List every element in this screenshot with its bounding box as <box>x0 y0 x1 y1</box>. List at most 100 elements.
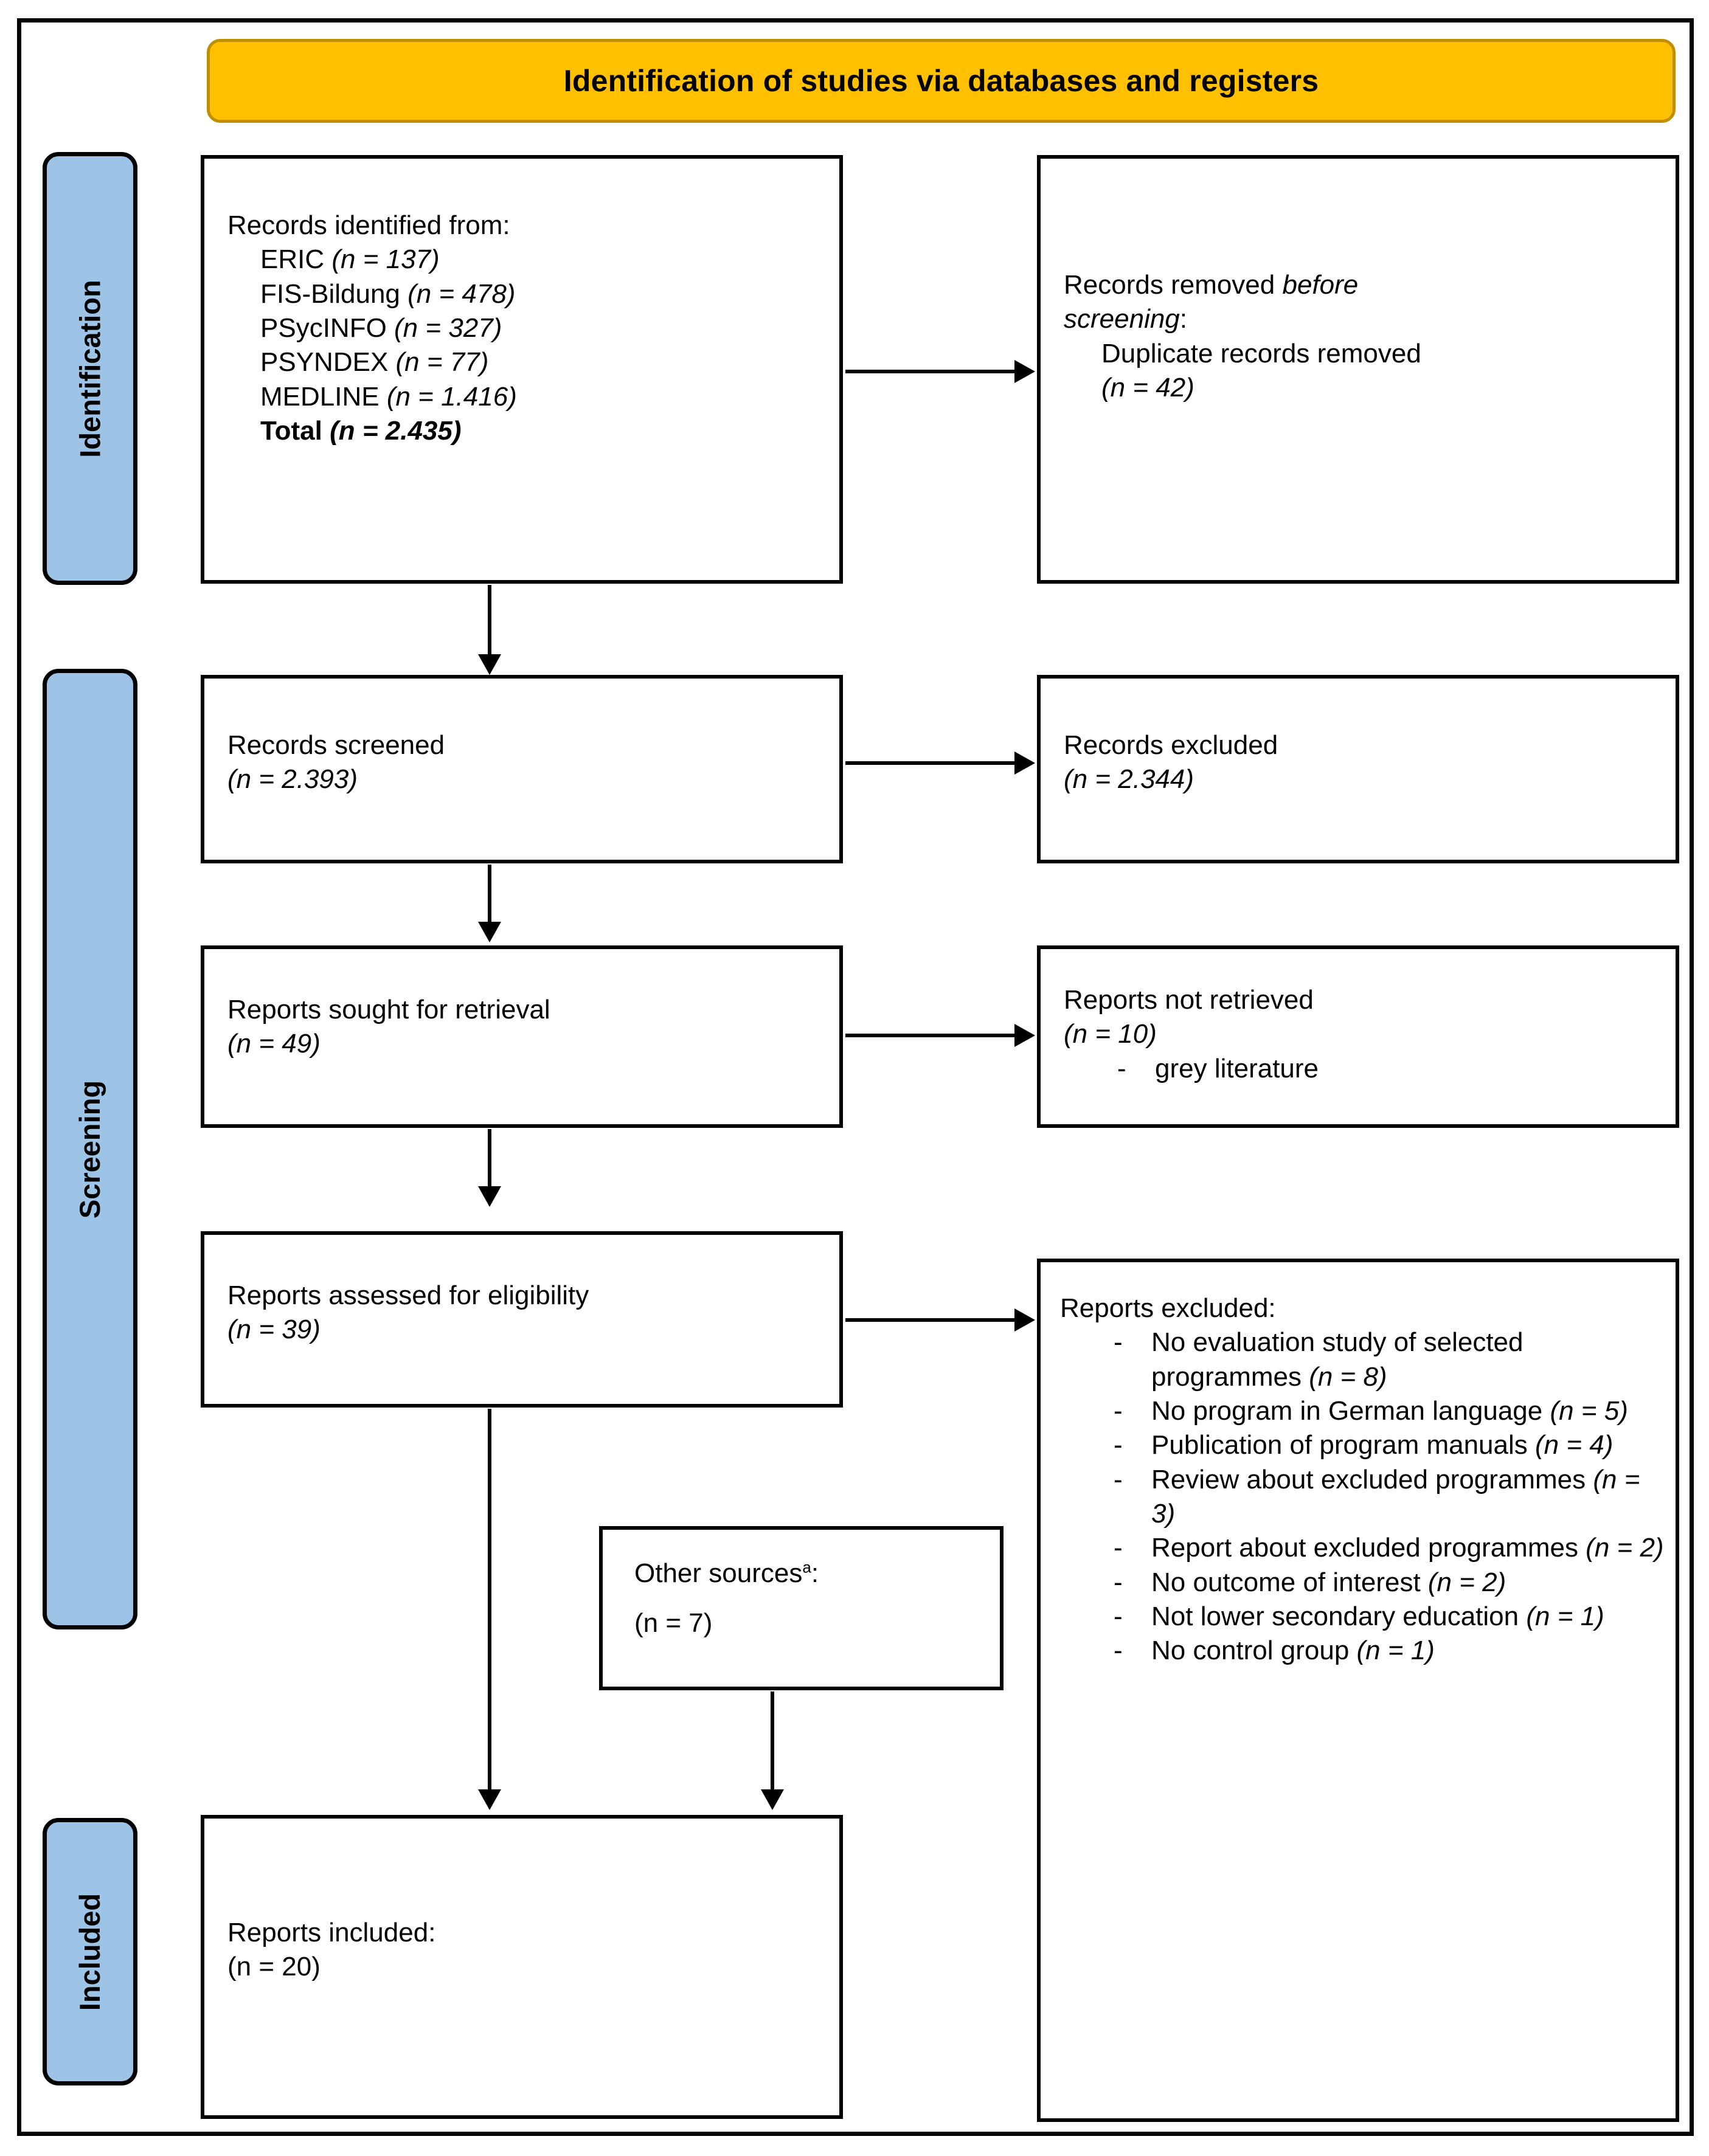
list-item: -Not lower secondary education (n = 1) <box>1060 1600 1665 1634</box>
connector-sought-to-not-retrieved <box>845 1034 1016 1037</box>
source-line-total: Total (n = 2.435) <box>260 415 462 446</box>
box-records-screened: Records screened (n = 2.393) <box>201 675 843 863</box>
arrowhead-sought-to-assessed <box>478 1186 501 1207</box>
reports-assessed-label: Reports assessed for eligibility <box>227 1280 589 1310</box>
banner-title: Identification of studies via databases … <box>563 64 1319 98</box>
records-screened-label: Records screened <box>227 730 445 760</box>
list-item: -Publication of program manuals (n = 4) <box>1060 1428 1665 1462</box>
list-item: -Report about excluded programmes (n = 2… <box>1060 1531 1665 1565</box>
source-line-fis-bildung: FIS-Bildung (n = 478) <box>260 278 516 309</box>
list-item: - grey literature <box>1064 1052 1660 1086</box>
excluded-reason-text: Publication of program manuals <box>1151 1430 1535 1460</box>
box-reports-assessed: Reports assessed for eligibility (n = 39… <box>201 1231 843 1408</box>
reports-included-label: Reports included: <box>227 1918 436 1947</box>
stage-screening-text: Screening <box>74 1080 106 1218</box>
connector-screened-to-sought <box>488 865 491 925</box>
bullet-text-grey-literature: grey literature <box>1155 1053 1319 1083</box>
records-removed-line1: Records removed before <box>1064 270 1359 300</box>
bullet-dash: - <box>1114 1464 1123 1494</box>
list-item: -No evaluation study of selected program… <box>1060 1325 1665 1394</box>
source-line-eric: ERIC (n = 137) <box>260 244 440 275</box>
excluded-reason-text: Review about excluded programmes <box>1151 1464 1593 1494</box>
records-excluded-count: (n = 2.344) <box>1064 764 1194 795</box>
arrowhead-assessed-to-included <box>478 1789 501 1810</box>
connector-sought-to-assessed <box>488 1129 491 1190</box>
bullet-dash: - <box>1114 1601 1123 1631</box>
arrowhead-screened-to-sought <box>478 922 501 942</box>
arrowhead-other-sources-to-included <box>761 1789 784 1810</box>
duplicate-records-count: (n = 42) <box>1101 372 1194 403</box>
bullet-dash: - <box>1114 1567 1123 1597</box>
other-sources-label: Other sourcesa: <box>634 1558 819 1588</box>
arrowhead-identified-to-removed <box>1014 360 1035 383</box>
box-reports-excluded-detail: Reports excluded: -No evaluation study o… <box>1037 1259 1679 2122</box>
connector-identified-to-screened <box>488 585 491 659</box>
records-excluded-label: Records excluded <box>1064 730 1278 760</box>
records-screened-count: (n = 2.393) <box>227 764 358 795</box>
reports-included-count: (n = 20) <box>227 1952 321 1982</box>
reports-sought-label: Reports sought for retrieval <box>227 995 550 1024</box>
arrowhead-screened-to-excluded <box>1014 751 1035 775</box>
reports-sought-count: (n = 49) <box>227 1029 321 1059</box>
reports-not-retrieved-count: (n = 10) <box>1064 1019 1157 1049</box>
arrowhead-sought-to-not-retrieved <box>1014 1024 1035 1047</box>
connector-identified-to-removed <box>845 370 1016 373</box>
excluded-reason-count: (n = 2) <box>1427 1567 1506 1597</box>
list-item: -No outcome of interest (n = 2) <box>1060 1566 1665 1600</box>
source-line-psyndex: PSYNDEX (n = 77) <box>260 347 489 378</box>
other-sources-superscript: a <box>802 1558 811 1577</box>
list-item: -Review about excluded programmes (n = 3… <box>1060 1463 1665 1532</box>
excluded-reason-count: (n = 5) <box>1550 1395 1628 1426</box>
connector-other-sources-to-included <box>771 1691 774 1792</box>
stage-label-identification: Identification <box>43 152 137 585</box>
excluded-reason-text: Report about excluded programmes <box>1151 1533 1586 1563</box>
excluded-reason-text: Not lower secondary education <box>1151 1601 1527 1631</box>
stage-included-text: Included <box>74 1893 106 2011</box>
reports-excluded-list: -No evaluation study of selected program… <box>1060 1325 1665 1668</box>
stage-label-screening: Screening <box>43 669 137 1629</box>
connector-screened-to-excluded <box>845 761 1016 765</box>
box-reports-sought: Reports sought for retrieval (n = 49) <box>201 945 843 1128</box>
excluded-reason-text: No evaluation study of selected programm… <box>1151 1327 1524 1392</box>
connector-assessed-to-excluded <box>845 1318 1016 1322</box>
bullet-dash: - <box>1114 1636 1123 1666</box>
duplicate-records-label: Duplicate records removed <box>1101 338 1421 368</box>
excluded-reason-count: (n = 4) <box>1535 1430 1614 1460</box>
connector-assessed-to-included <box>488 1409 491 1792</box>
box-records-removed: Records removed before screening: Duplic… <box>1037 155 1679 584</box>
records-removed-line2: screening: <box>1064 304 1188 334</box>
excluded-reason-text: No control group <box>1151 1636 1357 1666</box>
box-reports-included: Reports included: (n = 20) <box>201 1815 843 2119</box>
box-other-sources: Other sourcesa: (n = 7) <box>599 1526 1004 1690</box>
excluded-reason-text: No program in German language <box>1151 1395 1550 1426</box>
box-reports-not-retrieved: Reports not retrieved (n = 10) - grey li… <box>1037 945 1679 1128</box>
reports-not-retrieved-label: Reports not retrieved <box>1064 985 1314 1015</box>
box-records-identified: Records identified from: ERIC (n = 137) … <box>201 155 843 584</box>
box-records-excluded: Records excluded (n = 2.344) <box>1037 675 1679 863</box>
excluded-reason-count: (n = 8) <box>1309 1361 1387 1392</box>
bullet-dash: - <box>1114 1430 1123 1460</box>
other-sources-count: (n = 7) <box>634 1608 713 1639</box>
excluded-reason-count: (n = 2) <box>1586 1533 1664 1563</box>
stage-label-included: Included <box>43 1818 137 2085</box>
source-line-medline: MEDLINE (n = 1.416) <box>260 381 517 412</box>
records-identified-heading: Records identified from: <box>227 210 510 240</box>
stage-identification-text: Identification <box>74 279 106 458</box>
banner-identification-header: Identification of studies via databases … <box>207 39 1676 123</box>
bullet-dash: - <box>1114 1327 1123 1358</box>
bullet-dash: - <box>1114 1395 1123 1426</box>
excluded-reason-count: (n = 1) <box>1526 1601 1604 1631</box>
excluded-reason-text: No outcome of interest <box>1151 1567 1428 1597</box>
bullet-dash: - <box>1117 1053 1126 1083</box>
excluded-reason-count: (n = 3) <box>1151 1464 1640 1529</box>
arrowhead-identified-to-screened <box>478 654 501 675</box>
source-line-psycinfo: PSycINFO (n = 327) <box>260 313 502 343</box>
reports-excluded-heading: Reports excluded: <box>1060 1293 1276 1323</box>
bullet-dash: - <box>1114 1533 1123 1563</box>
arrowhead-assessed-to-excluded <box>1014 1308 1035 1332</box>
list-item: -No program in German language (n = 5) <box>1060 1394 1665 1428</box>
list-item: -No control group (n = 1) <box>1060 1634 1665 1668</box>
excluded-reason-count: (n = 1) <box>1356 1636 1435 1666</box>
not-retrieved-bullet-list: - grey literature <box>1064 1052 1660 1086</box>
